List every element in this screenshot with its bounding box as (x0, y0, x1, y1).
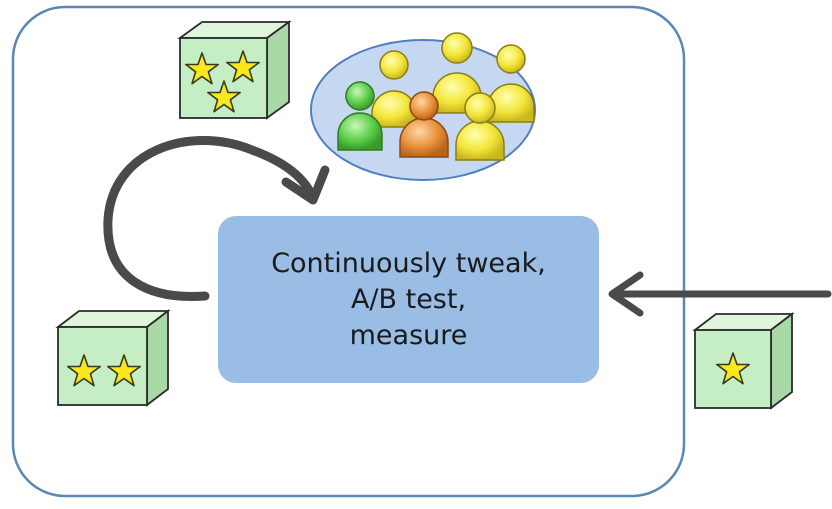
star-icon (225, 50, 261, 83)
person-orange-icon (399, 91, 449, 158)
process-line-3: measure (349, 319, 468, 351)
incoming-arrowhead (608, 271, 644, 317)
person-yellow-icon (371, 50, 417, 128)
star-icon (106, 354, 142, 387)
star-icon (66, 354, 102, 387)
star-icon (715, 352, 751, 385)
person-yellow-icon (487, 44, 535, 123)
two-star-cube-icon (55, 309, 171, 407)
feedback-loop-arrowhead (281, 165, 330, 205)
person-green-icon (337, 81, 383, 151)
user-crowd-icon (310, 32, 536, 181)
person-yellow-icon (455, 92, 505, 161)
one-star-cube-icon (692, 312, 795, 410)
process-line-1: Continuously tweak, (271, 247, 546, 279)
process-line-2: A/B test, (350, 283, 467, 315)
star-icon (206, 80, 242, 113)
process-box: Continuously tweak, A/B test, measure (218, 216, 599, 383)
feedback-loop-arrow (103, 136, 318, 301)
three-star-cube-icon (177, 20, 292, 120)
star-icon (184, 52, 220, 85)
